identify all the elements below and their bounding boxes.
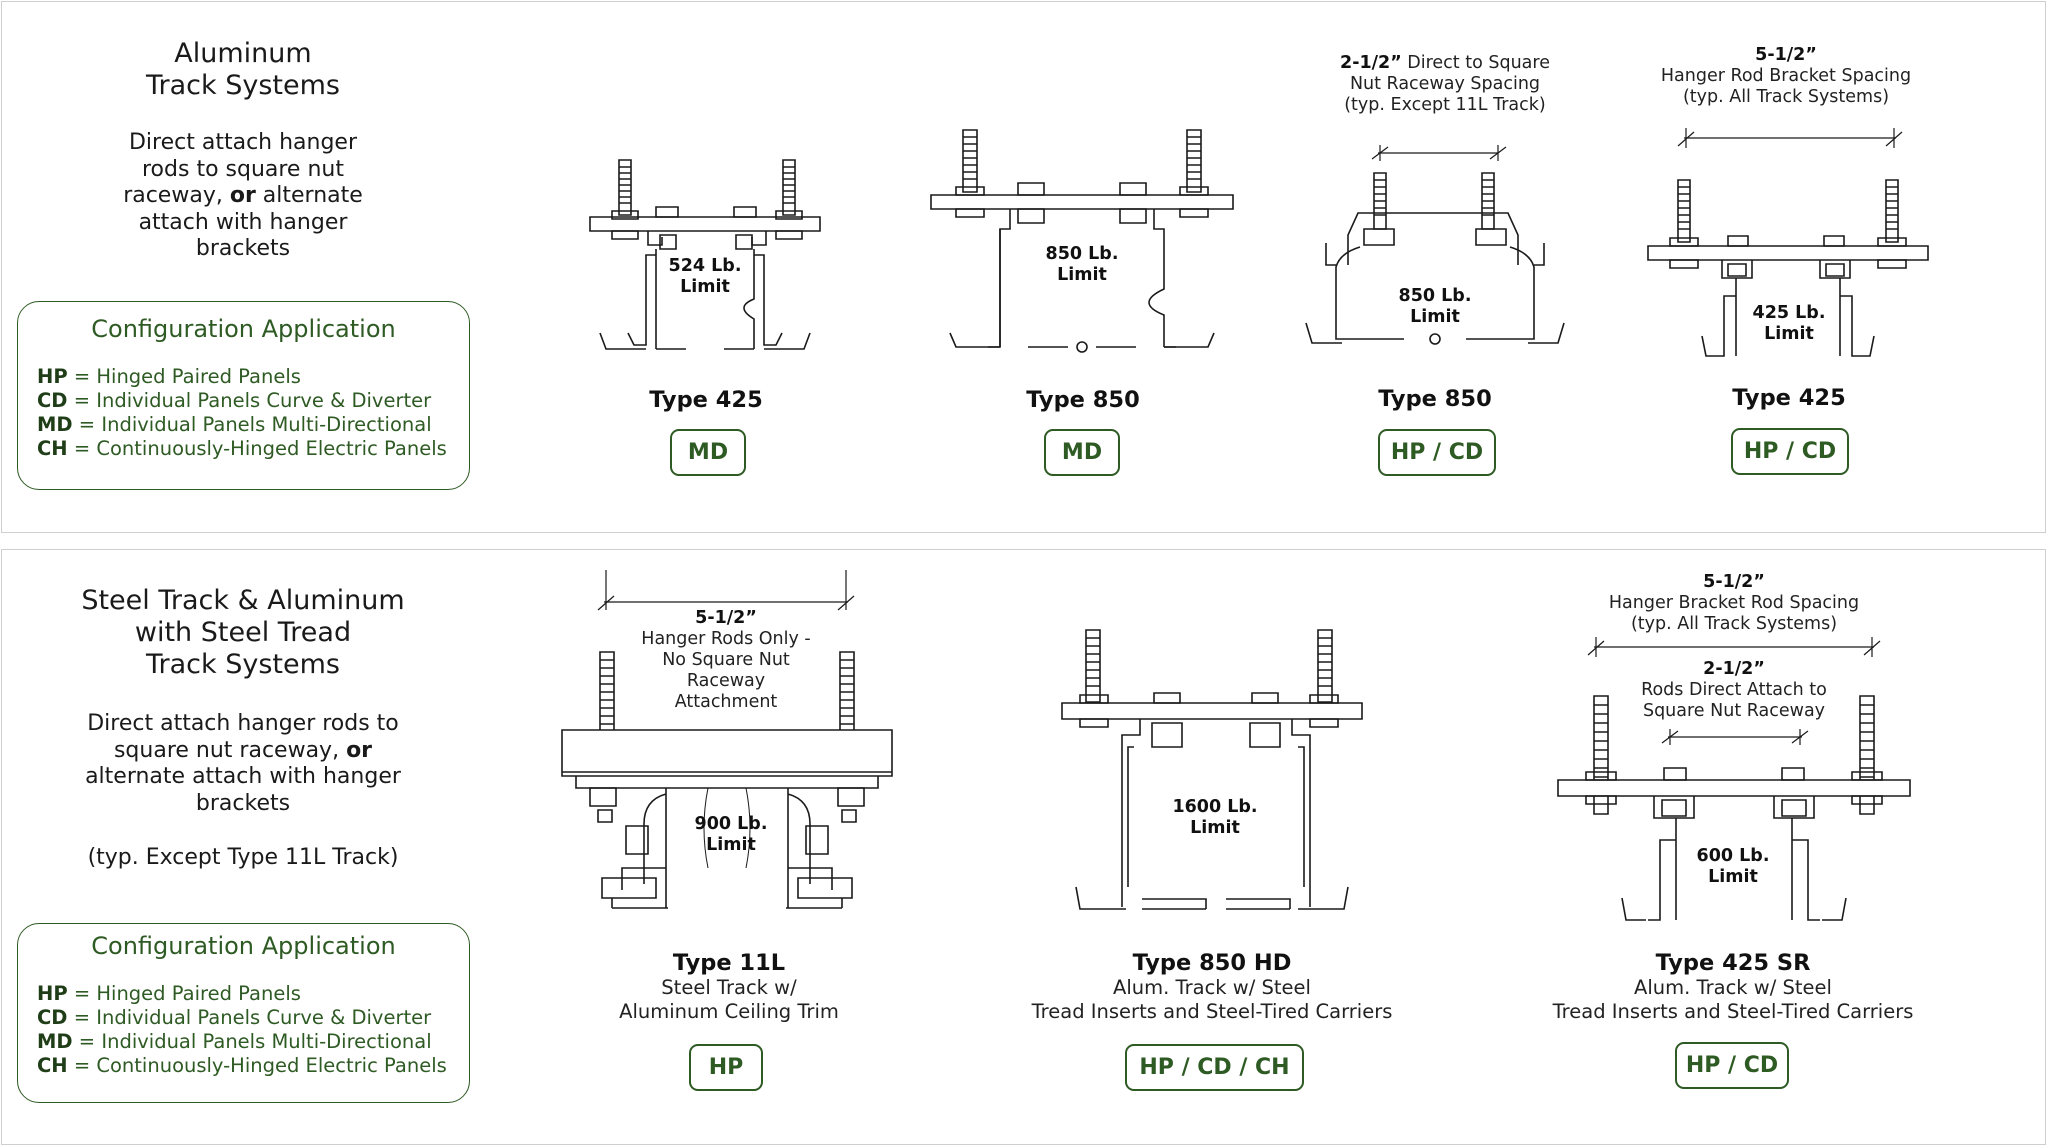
track-type-label: Type 850 HD	[1132, 950, 1292, 976]
track-type-label: Type 11L	[672, 950, 786, 976]
config-badge-md: MD	[670, 429, 746, 476]
config-item-cd: CD = Individual Panels Curve & Diverter	[37, 389, 432, 412]
limit-label-type-850-md: 850 Lb.Limit	[1045, 244, 1119, 285]
section-description-note: (typ. Except Type 11L Track)	[87, 845, 399, 870]
config-legend-bottom: Configuration Application HP = Hinged Pa…	[17, 923, 470, 1103]
spacing-note-2-1-2: 2-1/2” Rods Direct Attach to Square Nut …	[1641, 659, 1827, 721]
spacing-note-5-1-2: 5-1/2” Hanger Bracket Rod Spacing (typ. …	[1608, 572, 1860, 634]
config-item-md: MD = Individual Panels Multi-Directional	[37, 1030, 432, 1053]
track-type-label: Type 850	[1026, 387, 1140, 413]
track-drawing-type-850-hp-cd	[1300, 135, 1570, 360]
spacing-note-2-1-2: 2-1/2” Direct to Square Nut Raceway Spac…	[1340, 53, 1550, 115]
track-type-label: Type 425	[1732, 385, 1846, 411]
limit-label-type-425-hp-cd: 425 Lb.Limit	[1752, 303, 1826, 344]
limit-label-type-850-hd: 1600 Lb.Limit	[1172, 797, 1258, 838]
limit-label-type-850-hp-cd: 850 Lb.Limit	[1398, 286, 1472, 327]
spacing-note-5-1-2: 5-1/2” Hanger Rod Bracket Spacing (typ. …	[1660, 45, 1912, 107]
track-drawing-type-425-md	[586, 155, 824, 360]
section-title-aluminum: Aluminum Track Systems	[146, 38, 340, 101]
config-badge-hp-cd: HP / CD	[1675, 1042, 1789, 1089]
config-legend-list: HP = Hinged Paired Panels CD = Individua…	[37, 365, 447, 461]
config-legend-top: Configuration Application HP = Hinged Pa…	[17, 301, 470, 490]
config-badge-hp-cd-ch: HP / CD / CH	[1125, 1044, 1304, 1091]
config-item-hp: HP = Hinged Paired Panels	[37, 365, 301, 388]
config-item-ch: CH = Continuously-Hinged Electric Panels	[37, 437, 447, 460]
limit-label-type-11l: 900 Lb.Limit	[694, 814, 768, 855]
track-subtitle: Steel Track w/Aluminum Ceiling Trim	[619, 976, 839, 1023]
section-title-steel: Steel Track & Aluminum with Steel Tread …	[81, 585, 405, 680]
section-description-steel: Direct attach hanger rods to square nut …	[85, 711, 401, 816]
config-legend-list: HP = Hinged Paired Panels CD = Individua…	[37, 982, 447, 1078]
config-badge-hp-cd: HP / CD	[1378, 429, 1496, 476]
config-badge-hp: HP	[689, 1044, 763, 1091]
config-item-cd: CD = Individual Panels Curve & Diverter	[37, 1006, 432, 1029]
limit-label-type-425-md: 524 Lb.Limit	[668, 256, 742, 297]
section-description-aluminum: Direct attach hanger rods to square nut …	[123, 130, 363, 261]
spacing-note-hanger-rods-only: 5-1/2” Hanger Rods Only - No Square Nut …	[641, 608, 811, 712]
track-type-label: Type 425 SR	[1655, 950, 1811, 976]
track-type-label: Type 850	[1378, 386, 1492, 412]
config-legend-title: Configuration Application	[91, 315, 396, 343]
config-badge-md: MD	[1044, 429, 1120, 476]
track-drawing-type-850-hd	[1056, 625, 1368, 930]
config-item-hp: HP = Hinged Paired Panels	[37, 982, 301, 1005]
track-drawing-type-425-sr	[1552, 630, 1916, 930]
limit-label-type-425-sr: 600 Lb.Limit	[1696, 846, 1770, 887]
config-item-ch: CH = Continuously-Hinged Electric Panels	[37, 1054, 447, 1077]
track-drawing-type-850-md	[928, 125, 1236, 360]
track-drawing-type-425-hp-cd	[1644, 100, 1932, 360]
config-item-md: MD = Individual Panels Multi-Directional	[37, 413, 432, 436]
track-drawing-type-11l	[556, 568, 902, 928]
track-type-label: Type 425	[649, 387, 763, 413]
config-badge-hp-cd: HP / CD	[1731, 428, 1849, 475]
config-legend-title: Configuration Application	[91, 932, 396, 960]
